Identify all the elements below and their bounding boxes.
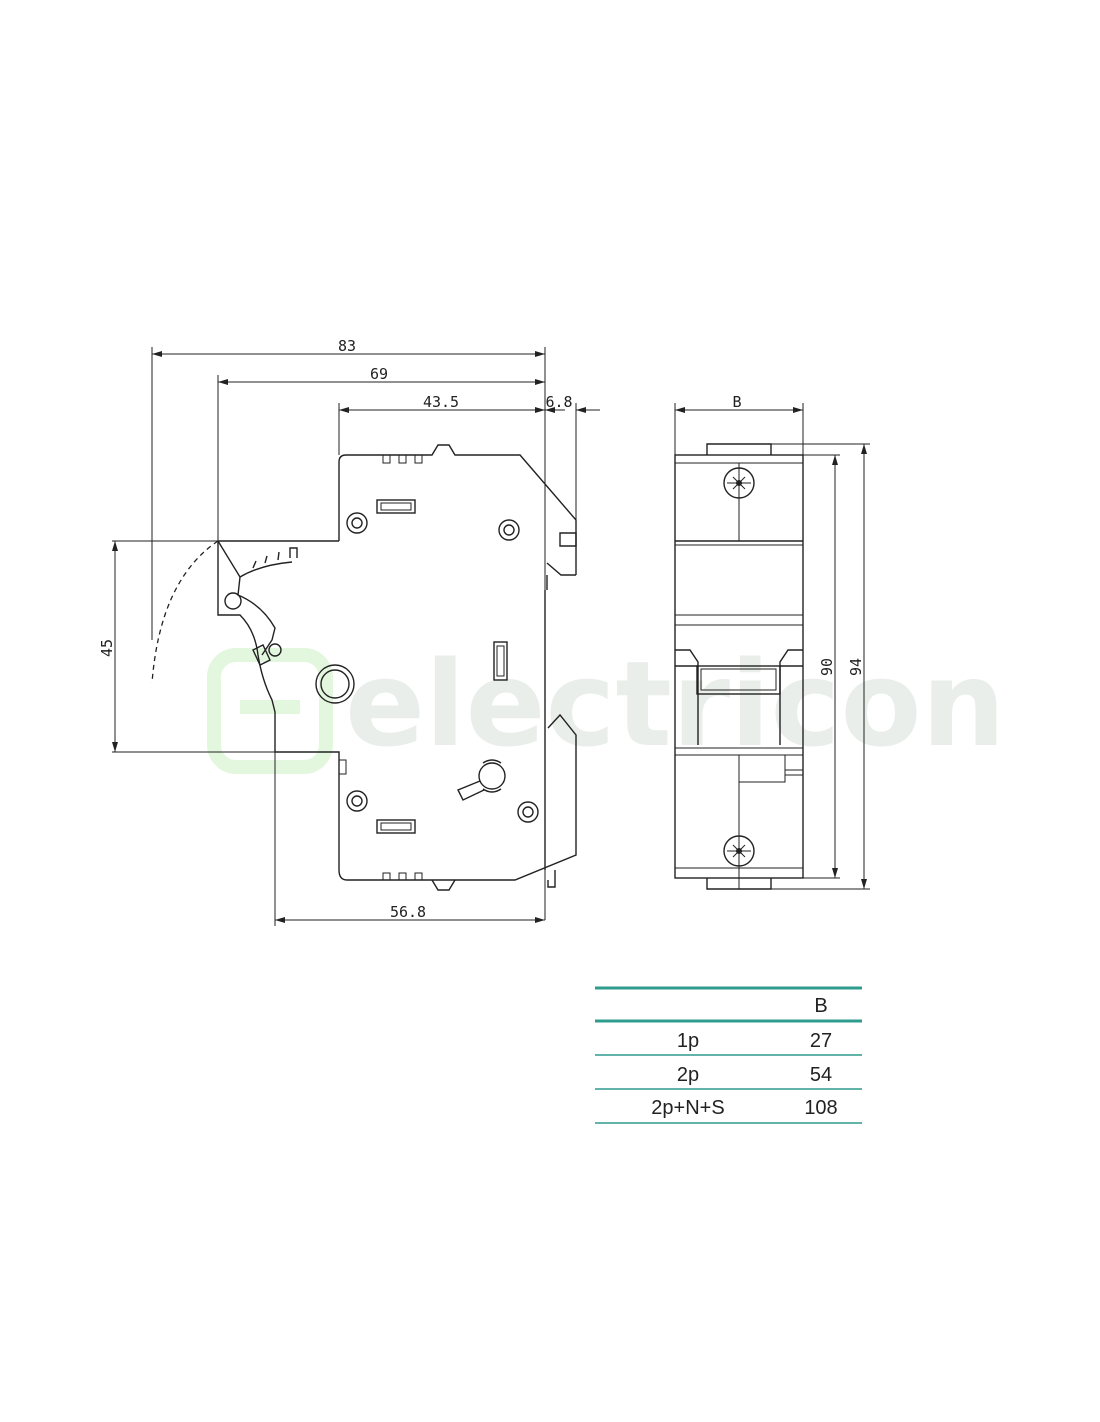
table-cell-poles: 2p — [677, 1064, 699, 1086]
dim-label-45: 45 — [98, 639, 116, 657]
dim-label-83: 83 — [338, 337, 356, 355]
dim-label-43-5: 43.5 — [423, 393, 459, 411]
front-window — [696, 665, 781, 695]
table-row: 2p 54 — [677, 1064, 832, 1086]
mounting-screws — [315, 512, 539, 823]
terminal-screw-bottom — [723, 835, 755, 867]
lever-pivot — [224, 592, 242, 610]
table-cell-poles: 1p — [677, 1030, 699, 1052]
table-cell-b: 108 — [804, 1097, 837, 1119]
dim-label-94: 94 — [847, 658, 865, 676]
table-cell-poles: 2p+N+S — [651, 1097, 724, 1119]
table-cell-b: 27 — [810, 1030, 832, 1052]
dimension-table: B 1p 27 2p 54 2p+N+S 108 — [595, 986, 862, 1124]
table-header-b: B — [814, 995, 827, 1017]
toggle-lever — [217, 540, 298, 656]
table-row: 2p+N+S 108 — [651, 1097, 837, 1119]
lever-swing-arc — [151, 540, 219, 684]
table-cell-b: 54 — [810, 1064, 832, 1086]
dim-label-69: 69 — [370, 365, 388, 383]
side-view: 83 69 43.5 6.8 45 56.8 — [98, 337, 600, 926]
dim-label-6-8: 6.8 — [545, 393, 572, 411]
dim-label-56-8: 56.8 — [390, 903, 426, 921]
adjustment-knob — [457, 759, 506, 801]
terminal-screw-top — [723, 467, 755, 499]
dim-label-b: B — [732, 393, 741, 411]
front-view: B 90 94 — [674, 393, 870, 890]
table-row: 1p 27 — [677, 1030, 832, 1052]
device-body-outline — [217, 444, 577, 881]
dim-label-90: 90 — [818, 658, 836, 676]
